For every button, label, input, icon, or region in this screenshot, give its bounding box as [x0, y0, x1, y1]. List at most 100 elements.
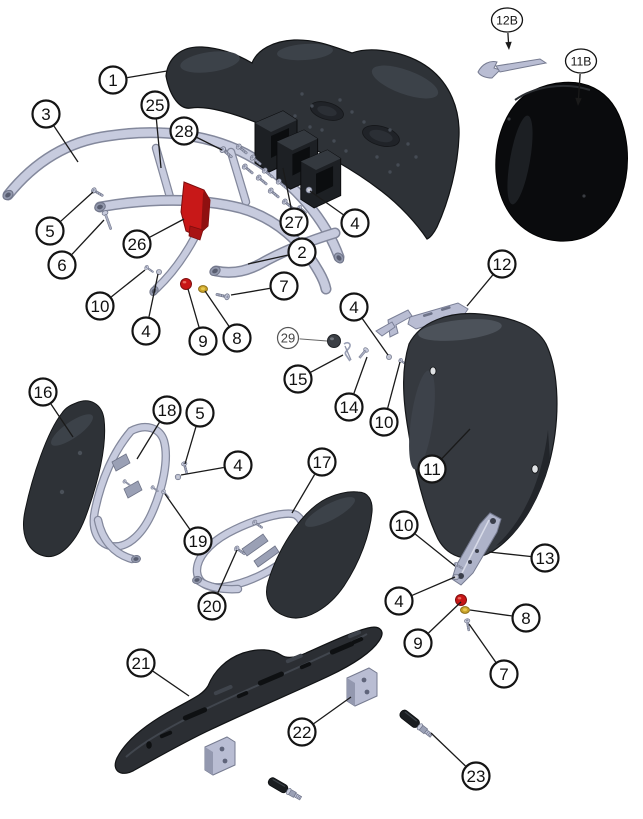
callout-label: 4 [394, 592, 403, 611]
callout-4[interactable]: 4 [339, 292, 389, 356]
callout-bubble[interactable] [564, 48, 598, 74]
leader-line [136, 422, 160, 460]
callout-13[interactable]: 13 [488, 543, 560, 573]
part-bracket-22 [204, 736, 236, 776]
callout-3[interactable]: 3 [31, 99, 79, 163]
callout-27[interactable]: 27 [279, 167, 309, 237]
callout-bubble[interactable] [98, 65, 128, 95]
callout-bubble[interactable] [169, 116, 199, 146]
callout-7[interactable]: 7 [230, 271, 299, 301]
callout-16[interactable]: 16 [28, 377, 74, 438]
callout-bubble[interactable] [389, 510, 419, 540]
callout-bubble[interactable] [307, 447, 337, 477]
callout-bubble[interactable] [279, 207, 309, 237]
callout-bubble[interactable] [152, 395, 182, 425]
red-bracket-tab [188, 225, 204, 241]
leader-line [412, 576, 456, 596]
callout-4[interactable]: 4 [384, 576, 456, 616]
callout-bubble[interactable] [28, 377, 58, 407]
callout-bubble[interactable] [131, 316, 161, 346]
callout-6[interactable]: 6 [47, 219, 105, 280]
panel-hole-dot [59, 489, 65, 495]
callout-17[interactable]: 17 [291, 447, 337, 514]
callout-10[interactable]: 10 [85, 269, 146, 321]
callout-bubble[interactable] [47, 250, 77, 280]
callout-bubble[interactable] [490, 7, 524, 33]
part-gold-nut [460, 606, 470, 614]
callout-9[interactable]: 9 [187, 288, 218, 356]
callout-26[interactable]: 26 [122, 218, 185, 259]
callout-20[interactable]: 20 [197, 549, 238, 621]
callout-12[interactable]: 12 [466, 249, 517, 307]
callout-bubble[interactable] [530, 543, 560, 573]
callout-19[interactable]: 19 [164, 493, 213, 556]
callout-9[interactable]: 9 [403, 601, 462, 658]
callout-bubble[interactable] [183, 526, 213, 556]
crossbar-slots [159, 637, 364, 739]
part-screw [214, 290, 231, 301]
callout-7[interactable]: 7 [468, 623, 519, 689]
callout-bubble[interactable] [340, 208, 370, 238]
callout-bubble[interactable] [269, 271, 299, 301]
callout-14[interactable]: 14 [334, 356, 368, 422]
leader-line [155, 119, 162, 169]
callout-10[interactable]: 10 [389, 510, 456, 567]
callout-bubble[interactable] [384, 586, 414, 616]
callout-5[interactable]: 5 [184, 398, 215, 465]
callout-bubble[interactable] [276, 326, 300, 350]
callout-11b[interactable]: 11B [564, 48, 598, 106]
callout-bubble[interactable] [85, 291, 115, 321]
strap-slot [422, 312, 433, 317]
callout-bubble[interactable] [334, 392, 364, 422]
callout-bubble[interactable] [197, 591, 227, 621]
callout-bubble[interactable] [188, 326, 218, 356]
callout-21[interactable]: 21 [126, 648, 190, 697]
callout-12b[interactable]: 12B [490, 7, 524, 50]
callout-label: 21 [132, 654, 151, 673]
callout-bubble[interactable] [489, 659, 519, 689]
callout-bubble[interactable] [487, 249, 517, 279]
callout-bubble[interactable] [283, 364, 313, 394]
fender-hole-dot [507, 117, 511, 121]
fender-hole [429, 366, 437, 376]
callout-15[interactable]: 15 [283, 354, 344, 394]
callout-bubble[interactable] [185, 398, 215, 428]
callout-4[interactable]: 4 [309, 190, 370, 238]
callout-28[interactable]: 28 [169, 116, 223, 151]
callout-5[interactable]: 5 [35, 191, 94, 246]
callout-22[interactable]: 22 [287, 696, 352, 747]
callout-4[interactable]: 4 [180, 450, 253, 480]
callout-bubble[interactable] [31, 99, 61, 129]
callout-bubble[interactable] [122, 229, 152, 259]
callout-bubble[interactable] [403, 628, 433, 658]
callout-8[interactable]: 8 [204, 290, 252, 353]
callout-bubble[interactable] [417, 454, 447, 484]
callout-1[interactable]: 1 [98, 65, 168, 95]
callout-bubble[interactable] [339, 292, 369, 322]
bracket-12b-strap [495, 58, 548, 73]
callout-label: 27 [285, 213, 304, 232]
leader-line [204, 290, 230, 327]
callout-bubble[interactable] [222, 323, 252, 353]
callout-18[interactable]: 18 [136, 395, 182, 460]
part-support-strut [451, 512, 502, 586]
callout-4[interactable]: 4 [131, 273, 161, 346]
callout-bubble[interactable] [511, 603, 541, 633]
leader-line [180, 466, 224, 476]
callout-8[interactable]: 8 [469, 603, 541, 633]
callout-bubble[interactable] [35, 216, 65, 246]
callout-25[interactable]: 25 [140, 90, 170, 169]
callout-bubble[interactable] [126, 648, 156, 678]
callout-bubble[interactable] [287, 237, 317, 267]
callout-bubble[interactable] [369, 407, 399, 437]
callout-2[interactable]: 2 [247, 237, 317, 267]
callout-bubble[interactable] [461, 761, 491, 791]
callout-bubble[interactable] [140, 90, 170, 120]
callout-29[interactable]: 29 [276, 326, 328, 350]
callout-11[interactable]: 11 [417, 428, 471, 484]
callout-bubble[interactable] [287, 717, 317, 747]
callout-bubble[interactable] [223, 450, 253, 480]
callout-23[interactable]: 23 [430, 732, 491, 791]
callout-10[interactable]: 10 [369, 361, 401, 437]
